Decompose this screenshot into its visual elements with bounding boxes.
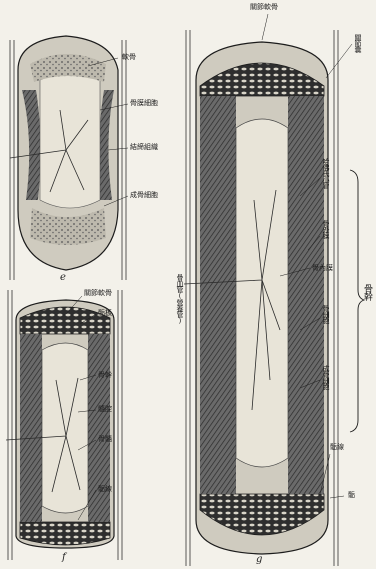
label-e-periosteal-cells: 骨膜細胞 — [130, 100, 158, 107]
figure-f-marrow — [42, 343, 88, 513]
figure-e — [10, 36, 126, 280]
label-e-connective-tissue: 結締組織 — [130, 144, 158, 151]
label-f-epiphyseal-plate: 骺板 — [98, 310, 112, 317]
label-g-joint-capsule: 關節囊 — [354, 34, 361, 52]
figure-g-cortex-left — [200, 96, 236, 494]
figure-f-bottom-cap — [20, 522, 110, 545]
label-g-osteoblast: 成骨細胞 — [322, 365, 329, 389]
label-g-nutrient-vessel: 骨血管(營養管) — [176, 274, 183, 324]
subscript-e: e — [60, 272, 66, 283]
label-f-diaphysis: 骨幹 — [98, 372, 112, 379]
figure-g-cortex-right — [288, 96, 324, 494]
label-f-marrow-cavity: 髓腔 — [98, 406, 112, 413]
label-g-endosteum: 骨內膜 — [312, 265, 333, 272]
label-g-epiphysis: 骺 — [348, 492, 355, 499]
figure-f-cortex-right — [88, 334, 110, 522]
label-e-cartilage: 軟骨 — [122, 54, 136, 61]
figure-f — [6, 290, 122, 560]
label-g-periosteum: 骨外膜 — [322, 220, 329, 238]
label-f-bone-marrow: 骨髓 — [98, 436, 112, 443]
label-g-diaphysis: 骨幹 — [362, 284, 371, 300]
figure-e-center — [40, 73, 100, 208]
label-f-epiphyseal-line: 骺線 — [98, 486, 112, 493]
subscript-g: g — [256, 554, 262, 565]
subscript-f: f — [62, 552, 66, 563]
label-g-osteocyte: 骨細胞 — [322, 305, 329, 323]
label-e-osteoblast: 成骨細胞 — [130, 192, 158, 199]
figure-g-marrow — [236, 119, 288, 467]
label-g-haversian-canal: 哈佛氏小管 — [322, 158, 329, 188]
figure-g-brace — [350, 170, 364, 432]
label-g-epiphyseal-line: 骺線 — [330, 444, 344, 451]
label-g-articular-cartilage: 關節軟骨 — [250, 4, 278, 11]
figure-f-cortex-left — [20, 334, 42, 522]
figure-g — [184, 30, 364, 566]
label-f-articular-cartilage: 關節軟骨 — [84, 290, 112, 297]
